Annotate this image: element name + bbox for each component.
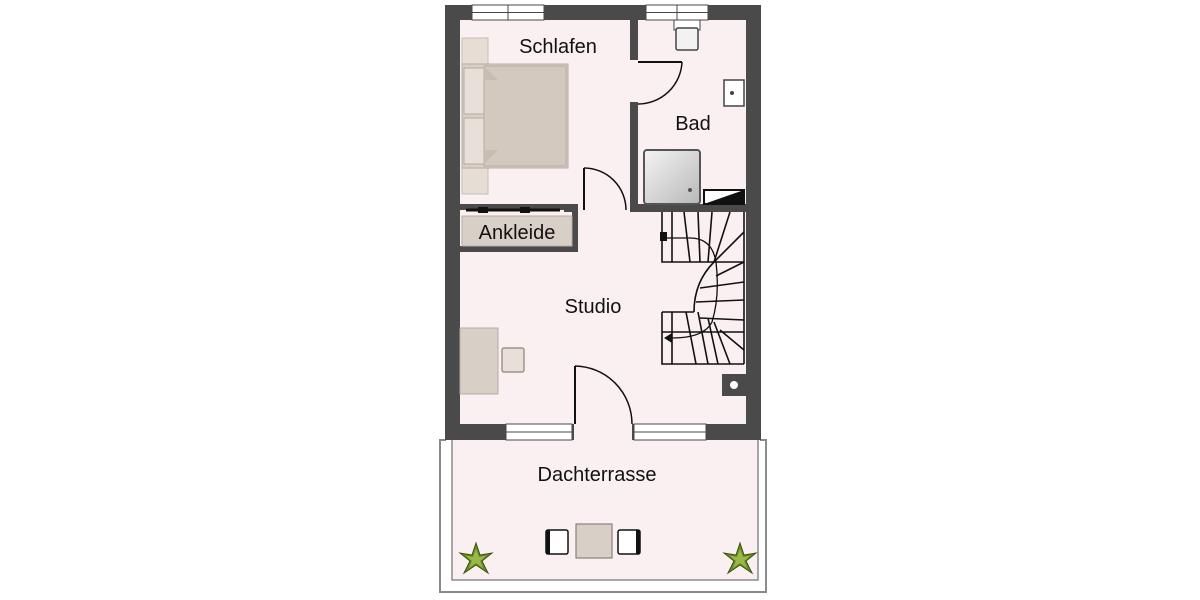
bad-wall-bottom (630, 204, 746, 212)
room-label-dachterrasse: Dachterrasse (538, 464, 657, 486)
window-icon (633, 423, 707, 441)
stair-start-marker (660, 232, 667, 241)
stair-arrow (664, 333, 672, 343)
window-icon (471, 4, 545, 21)
ankleide-wall-bottom (460, 246, 578, 252)
door-icon (637, 61, 683, 105)
shower-icon (643, 149, 701, 205)
window-icon (645, 4, 709, 21)
toilet-icon (673, 19, 701, 51)
chair-icon (617, 529, 641, 555)
table-icon (575, 523, 613, 559)
chair-icon (545, 529, 569, 555)
chair-icon (501, 347, 525, 373)
wall-stub (564, 204, 578, 212)
sink-icon (723, 79, 745, 107)
desk-icon (459, 327, 499, 395)
plant-icon (458, 541, 494, 575)
wardrobe-icon (466, 207, 560, 213)
room-label-ankleide: Ankleide (479, 222, 556, 244)
room-label-schlafen: Schlafen (519, 36, 597, 58)
plant-icon (722, 541, 758, 575)
bad-wall-left-lower (630, 102, 638, 210)
bed-icon (461, 37, 569, 195)
door-icon (583, 167, 627, 211)
terrace-railing (439, 439, 767, 593)
terrace-inner-line (451, 440, 759, 581)
ankleide-wall (460, 204, 572, 210)
ankleide-box (461, 215, 573, 247)
ankleide-wall-right (572, 204, 578, 250)
chimney-icon (722, 374, 746, 396)
bad-wall-left (630, 20, 638, 60)
room-label-studio: Studio (565, 296, 622, 318)
window-icon (505, 423, 573, 441)
room-label-bad: Bad (675, 113, 711, 135)
terrace-floor (452, 438, 758, 580)
bad-shaft-fill (704, 190, 744, 204)
terrace-door-opening (574, 424, 632, 440)
stair-icon (661, 211, 745, 365)
door-icon (574, 365, 633, 425)
